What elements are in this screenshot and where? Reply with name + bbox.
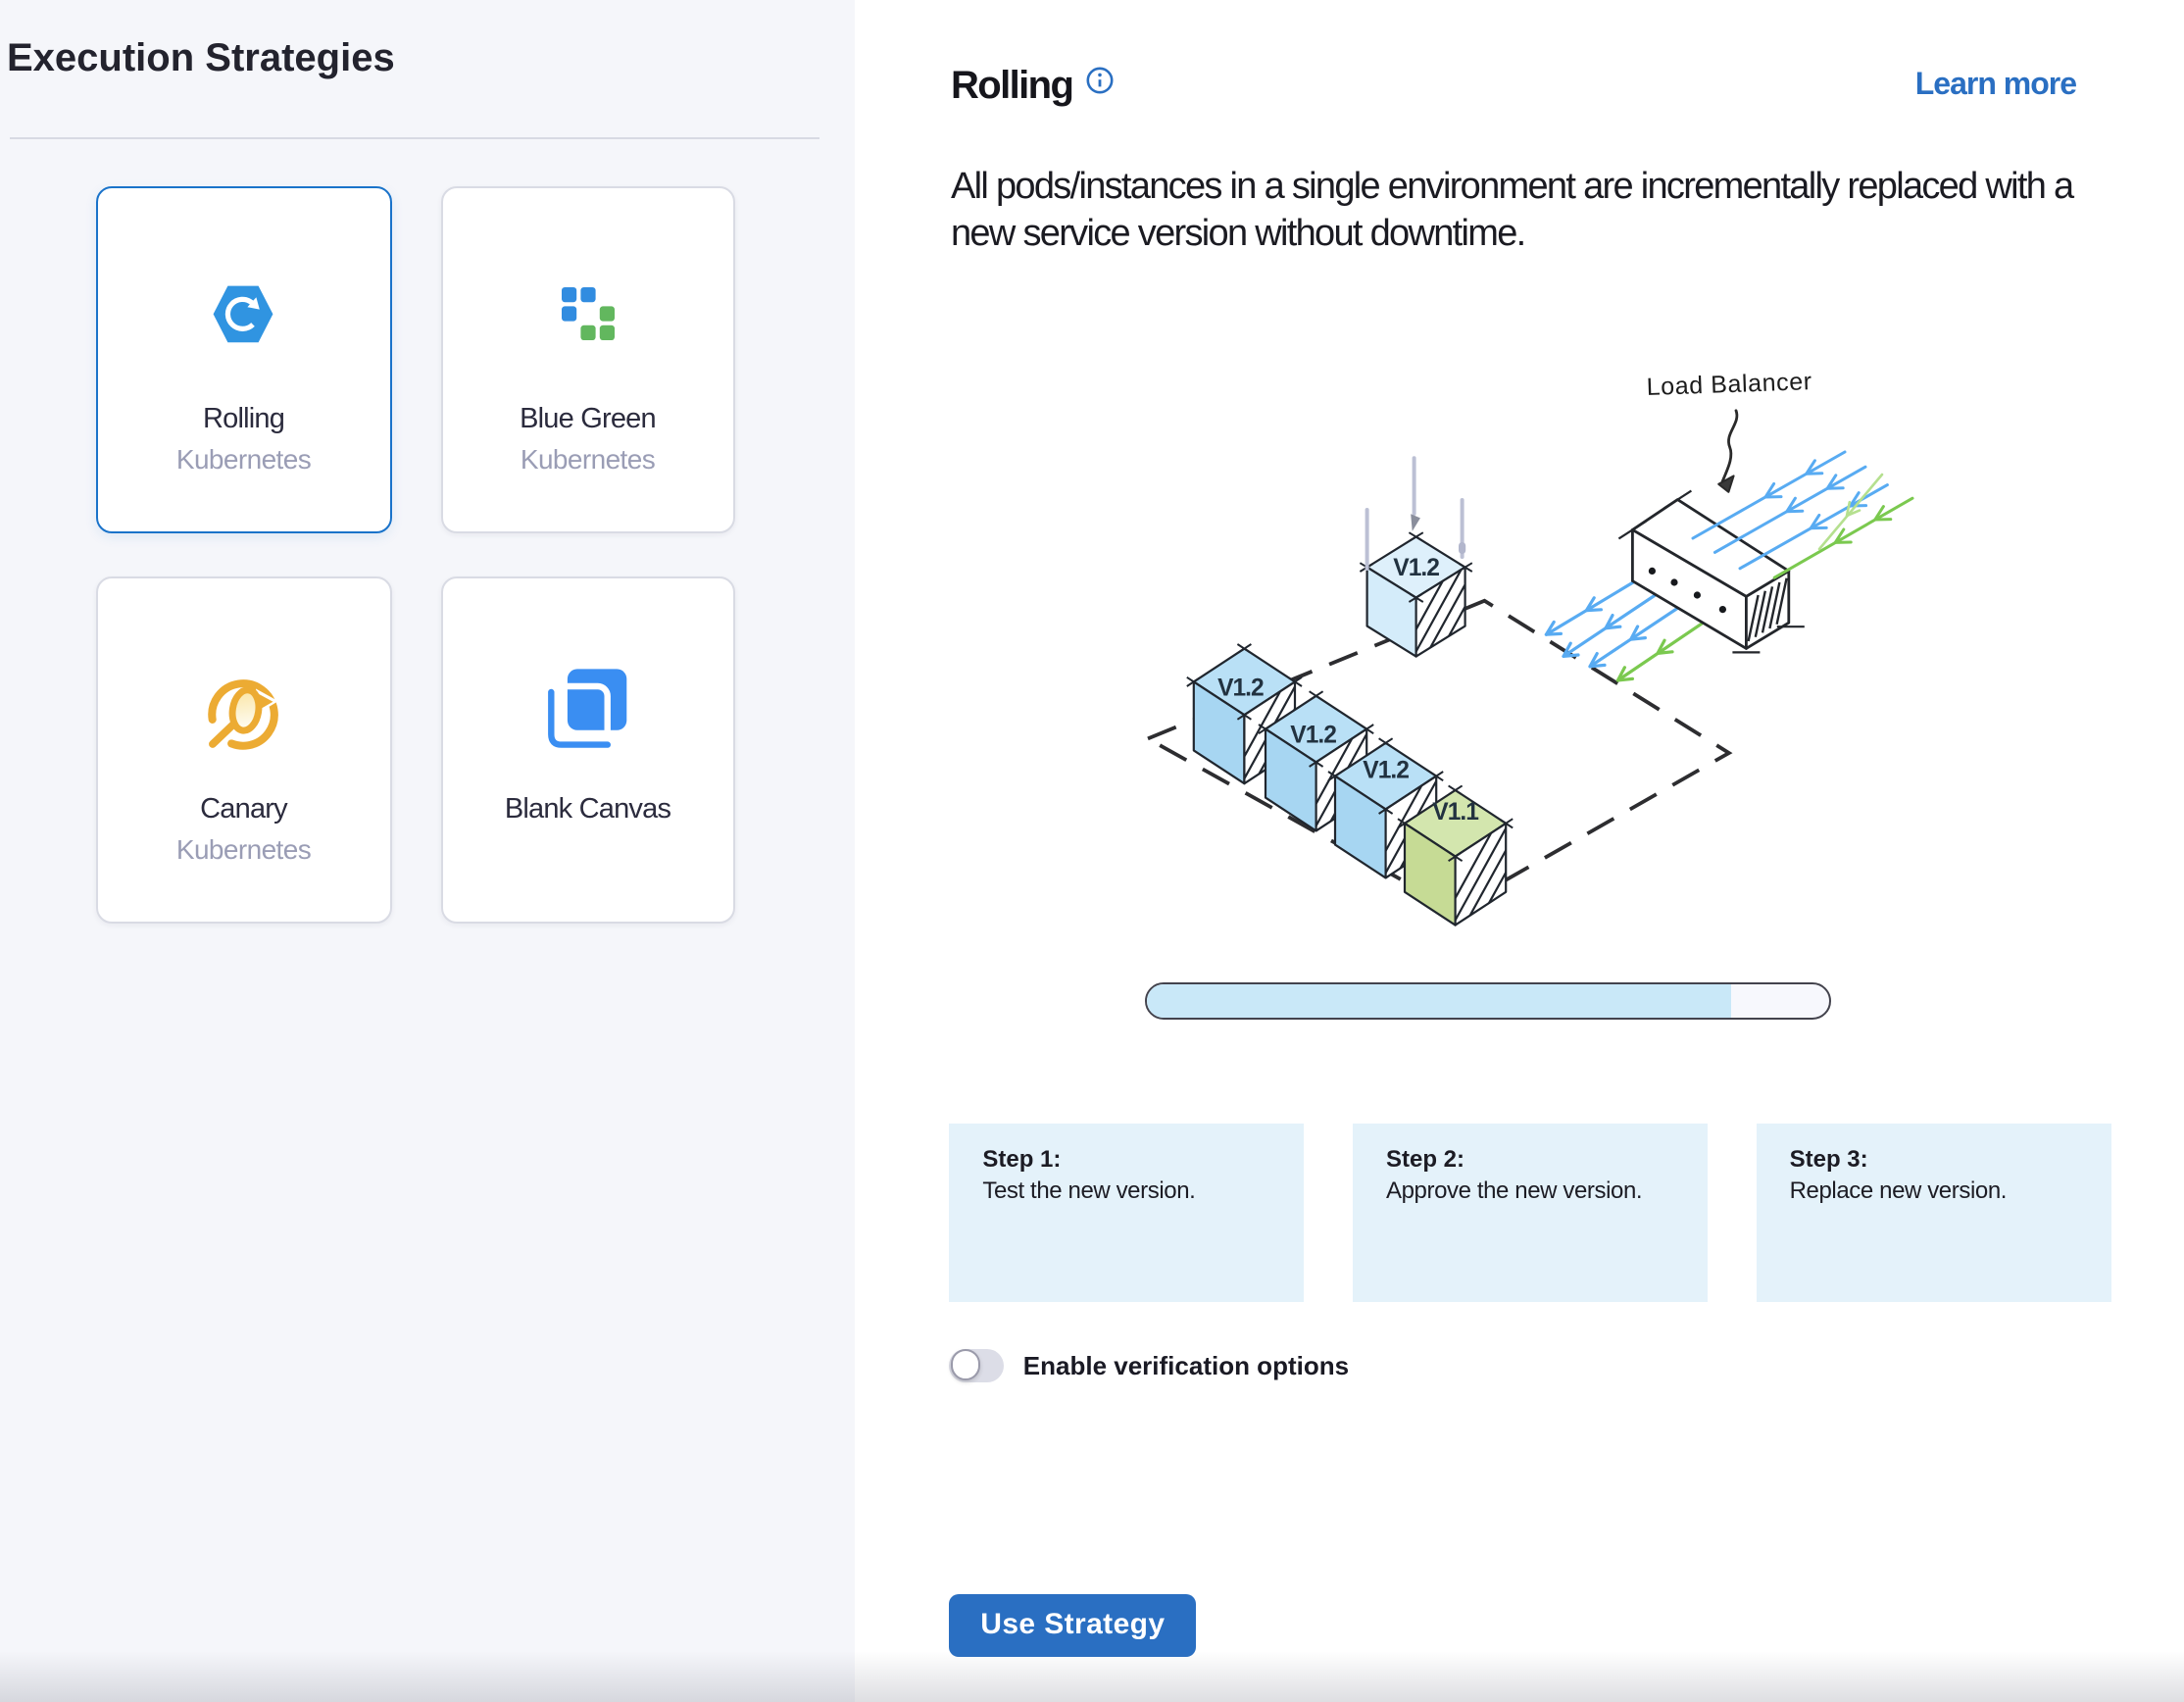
svg-text:V1.1: V1.1 (1432, 799, 1478, 826)
svg-text:Load Balancer: Load Balancer (1646, 368, 1812, 401)
svg-text:V1.2: V1.2 (1290, 723, 1336, 749)
svg-text:V1.2: V1.2 (1217, 675, 1264, 701)
svg-text:V1.2: V1.2 (1393, 555, 1439, 581)
svg-text:V1.2: V1.2 (1363, 758, 1409, 784)
